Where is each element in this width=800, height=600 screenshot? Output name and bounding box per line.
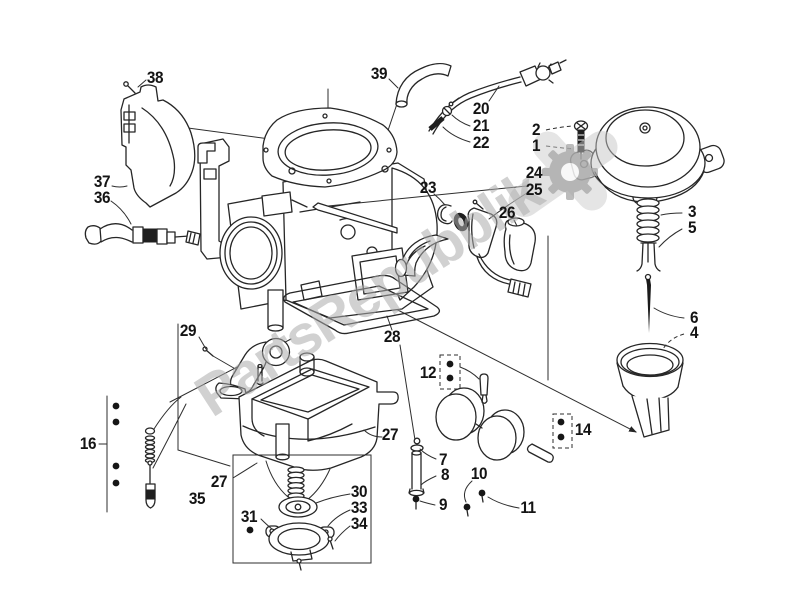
bullet-dot (412, 495, 420, 503)
callout-34: 34 (350, 514, 368, 533)
cover-shield (120, 84, 196, 208)
bullet-dot (557, 433, 565, 441)
callout-5: 5 (687, 218, 697, 237)
bullet-dot (246, 526, 254, 534)
callout-27: 27 (381, 425, 399, 444)
callout-10: 10 (470, 464, 488, 483)
callout-30: 30 (350, 482, 368, 501)
roller-weights (435, 354, 573, 517)
callout-12: 12 (419, 363, 437, 382)
callout-22: 22 (472, 133, 490, 152)
callout-14: 14 (574, 420, 592, 439)
callout-23: 23 (419, 178, 437, 197)
choke-assembly (312, 185, 536, 298)
callout-28: 28 (383, 327, 401, 346)
bullet-dot (446, 360, 454, 368)
callout-29: 29 (179, 321, 197, 340)
float-bowl (232, 352, 399, 564)
bullet-dot (478, 489, 486, 497)
bullet-dot (463, 503, 471, 511)
callout-9: 9 (438, 495, 448, 514)
bowl-gasket (283, 274, 441, 335)
bullet-dot (112, 479, 120, 487)
diaphragm-disc (278, 496, 318, 518)
needle-clip (636, 228, 683, 272)
bullet-dots (112, 360, 565, 534)
callout-8: 8 (440, 465, 450, 484)
callout-2: 2 (531, 120, 541, 139)
callout-39: 39 (370, 64, 388, 83)
jet-needle (644, 273, 685, 333)
callout-6: 6 (689, 308, 699, 327)
callout-20: 20 (472, 99, 490, 118)
vent-hose (388, 62, 452, 108)
callout-7: 7 (438, 450, 448, 469)
callout-35: 35 (188, 489, 206, 508)
callout-37: 37 (93, 172, 111, 191)
bullet-dot (112, 462, 120, 470)
callout-27: 27 (210, 472, 228, 491)
callout-1: 1 (531, 136, 541, 155)
callout-31: 31 (240, 507, 258, 526)
bottom-diaphragm-kit (260, 460, 351, 571)
cover-screw (123, 79, 147, 94)
bullet-dot (112, 418, 120, 426)
fuel-line (84, 185, 201, 246)
callout-25: 25 (525, 180, 543, 199)
callout-26: 26 (498, 203, 516, 222)
callout-16: 16 (79, 434, 97, 453)
vacuum-slide (616, 333, 685, 438)
bottom-cover (265, 522, 335, 562)
bullet-dot (557, 418, 565, 426)
drain-screw-set (408, 437, 437, 510)
throttle-cable (428, 59, 567, 143)
bullet-dot (446, 374, 454, 382)
float-arm (198, 336, 291, 400)
cover-screws (296, 536, 334, 571)
callout-3: 3 (687, 202, 697, 221)
slide-spring (636, 198, 683, 243)
needle-valve-kit (98, 395, 187, 513)
callout-11: 11 (520, 498, 536, 517)
bullet-dot (112, 402, 120, 410)
callout-36: 36 (93, 188, 111, 207)
callout-4: 4 (689, 323, 699, 342)
callout-38: 38 (146, 68, 164, 87)
callout-21: 21 (472, 116, 490, 135)
callout-33: 33 (350, 498, 368, 517)
